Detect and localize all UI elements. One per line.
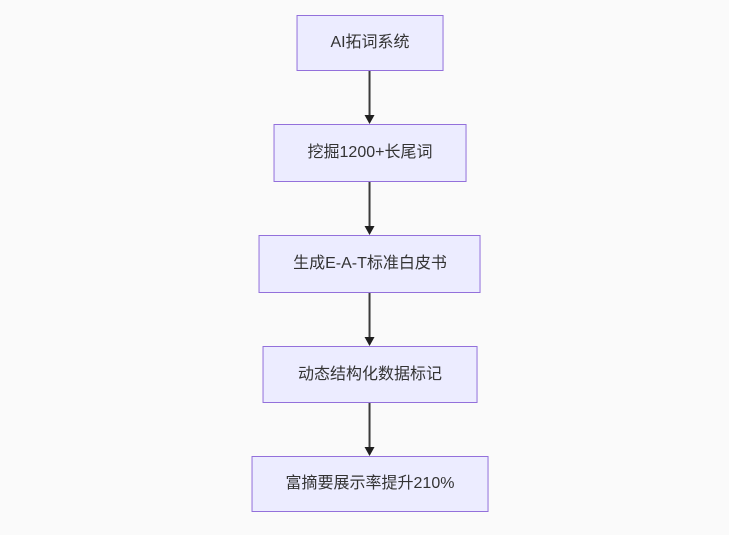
arrowhead-down-icon xyxy=(365,337,375,346)
node-label: 生成E-A-T标准白皮书 xyxy=(293,255,447,272)
arrowhead-down-icon xyxy=(365,226,375,235)
arrow-line xyxy=(369,71,371,115)
flowchart-node-eat-whitepaper: 生成E-A-T标准白皮书 xyxy=(259,235,481,293)
flowchart-node-rich-snippet-result: 富摘要展示率提升210% xyxy=(251,456,489,512)
flow-arrow xyxy=(365,403,375,456)
arrow-line xyxy=(369,403,371,447)
arrow-line xyxy=(369,182,371,226)
arrow-line xyxy=(369,293,371,337)
node-label: AI拓词系统 xyxy=(330,34,410,51)
flow-arrow xyxy=(365,182,375,235)
arrowhead-down-icon xyxy=(365,447,375,456)
flowchart-node-ai-keyword-system: AI拓词系统 xyxy=(296,15,444,71)
node-label: 动态结构化数据标记 xyxy=(297,365,442,383)
flowchart-node-longtail-mining: 挖掘1200+长尾词 xyxy=(273,124,467,182)
arrowhead-down-icon xyxy=(365,115,375,124)
flow-arrow xyxy=(365,71,375,124)
node-label: 富摘要展示率提升210% xyxy=(285,475,455,492)
node-label: 挖掘1200+长尾词 xyxy=(307,144,433,161)
flowchart-node-structured-data: 动态结构化数据标记 xyxy=(262,346,478,403)
flow-arrow xyxy=(365,293,375,346)
flowchart: AI拓词系统 挖掘1200+长尾词 生成E-A-T标准白皮书 动态结构化数据标记… xyxy=(251,15,489,512)
